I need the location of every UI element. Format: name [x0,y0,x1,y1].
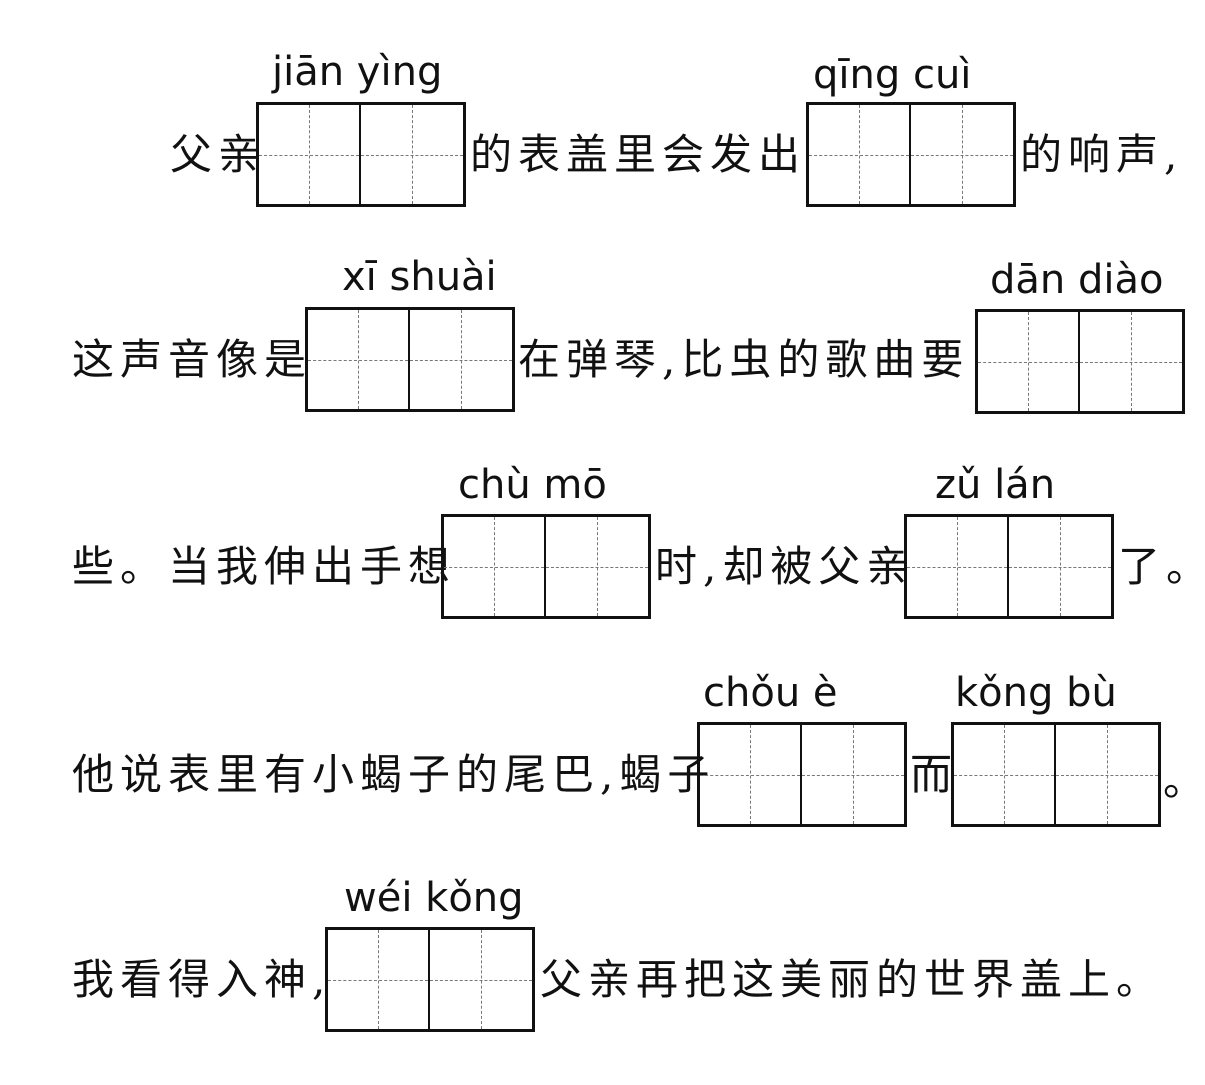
answer-box-xi-shuai[interactable] [305,307,515,412]
char-cell [1080,312,1182,411]
sentence-text: 这声音像是 [72,335,313,384]
answer-box-dan-diao[interactable] [975,309,1185,414]
sentence-text: 而 [910,750,959,799]
sentence-text: 的表盖里会发出 [470,130,807,179]
char-cell [361,105,463,204]
answer-box-qing-cui[interactable] [806,102,1016,207]
char-cell [430,930,532,1029]
answer-box-kong-bu[interactable] [951,722,1161,827]
char-cell [809,105,911,204]
sentence-text: 我看得入神, [72,955,332,1004]
char-cell [907,517,1009,616]
pinyin-xi-shuai: xī shuài [342,254,497,300]
pinyin-kong-bu: kǒng bù [955,670,1117,716]
char-cell [444,517,546,616]
pinyin-zu-lan: zǔ lán [935,462,1056,508]
pinyin-qing-cui: qīng cuì [813,52,972,98]
pinyin-chou-e: chǒu è [703,670,838,716]
sentence-text: 父亲再把这美丽的世界盖上。 [540,955,1165,1004]
char-cell [546,517,648,616]
char-cell [259,105,361,204]
char-cell [978,312,1080,411]
sentence-text: 些。当我伸出手想 [72,542,457,591]
pinyin-jian-ying: jiān yìng [272,49,443,95]
sentence-text: 。 [1163,760,1205,802]
sentence-text: 时,却被父亲 [655,542,915,591]
char-cell [700,725,802,824]
answer-box-wei-kong[interactable] [325,927,535,1032]
char-cell [802,725,904,824]
answer-box-zu-lan[interactable] [904,514,1114,619]
sentence-text: 在弹琴,比虫的歌曲要 [518,335,970,384]
sentence-text: 了。 [1118,542,1205,591]
pinyin-wei-kong: wéi kǒng [344,875,524,921]
char-cell [954,725,1056,824]
char-cell [1056,725,1158,824]
pinyin-chu-mo: chù mō [458,462,607,508]
char-cell [308,310,410,409]
sentence-text: 他说表里有小蝎子的尾巴,蝎子 [72,750,716,799]
sentence-text: 的响声, [1020,130,1184,179]
pinyin-dan-diao: dān diào [990,257,1164,303]
sentence-text: 父亲 [170,130,267,179]
answer-box-chou-e[interactable] [697,722,907,827]
answer-box-jian-ying[interactable] [256,102,466,207]
char-cell [410,310,512,409]
char-cell [911,105,1013,204]
char-cell [1009,517,1111,616]
answer-box-chu-mo[interactable] [441,514,651,619]
char-cell [328,930,430,1029]
